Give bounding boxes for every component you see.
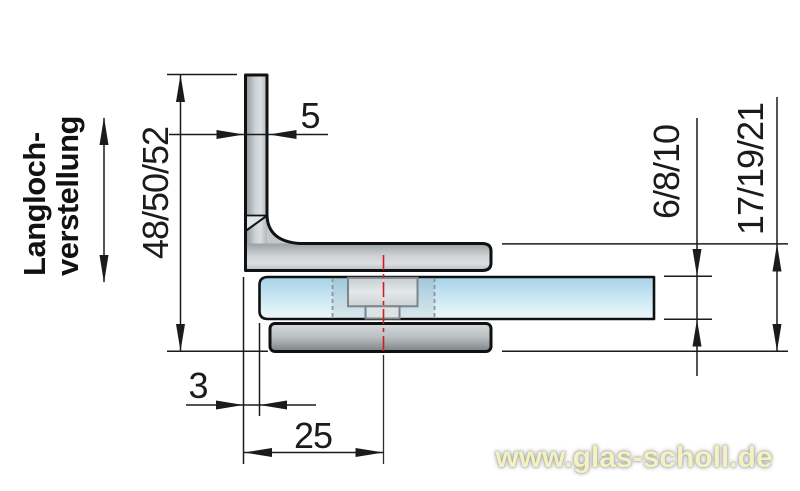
label-edge-gap: 3 — [188, 365, 208, 406]
label-glass-thickness: 6/8/10 — [646, 124, 687, 220]
dimension-center-distance — [244, 448, 384, 457]
bottom-clamp-plate — [268, 322, 493, 353]
label-overall-thickness: 17/19/21 — [730, 102, 771, 236]
watermark-text: www.glas-scholl.de — [495, 441, 773, 474]
label-center-distance: 25 — [293, 415, 333, 456]
dimension-wall-thickness — [169, 130, 328, 139]
glass-panel — [258, 275, 656, 321]
dimension-glass-thickness — [664, 118, 712, 376]
slot-label-line1: Langloch- — [16, 132, 52, 276]
dimension-overall-thickness — [502, 97, 788, 353]
dimension-slot-adjustment — [167, 73, 268, 353]
dimension-edge-gap — [186, 277, 316, 464]
slot-label-line2: verstellung — [50, 116, 85, 276]
label-slot-adjustment-range: 48/50/52 — [135, 126, 176, 260]
l-bracket-profile — [244, 73, 493, 272]
label-slot-adjustment-text: Langloch- verstellung — [16, 116, 85, 276]
label-wall-thickness: 5 — [300, 95, 320, 136]
slot-adjustment-arrow — [99, 117, 109, 283]
